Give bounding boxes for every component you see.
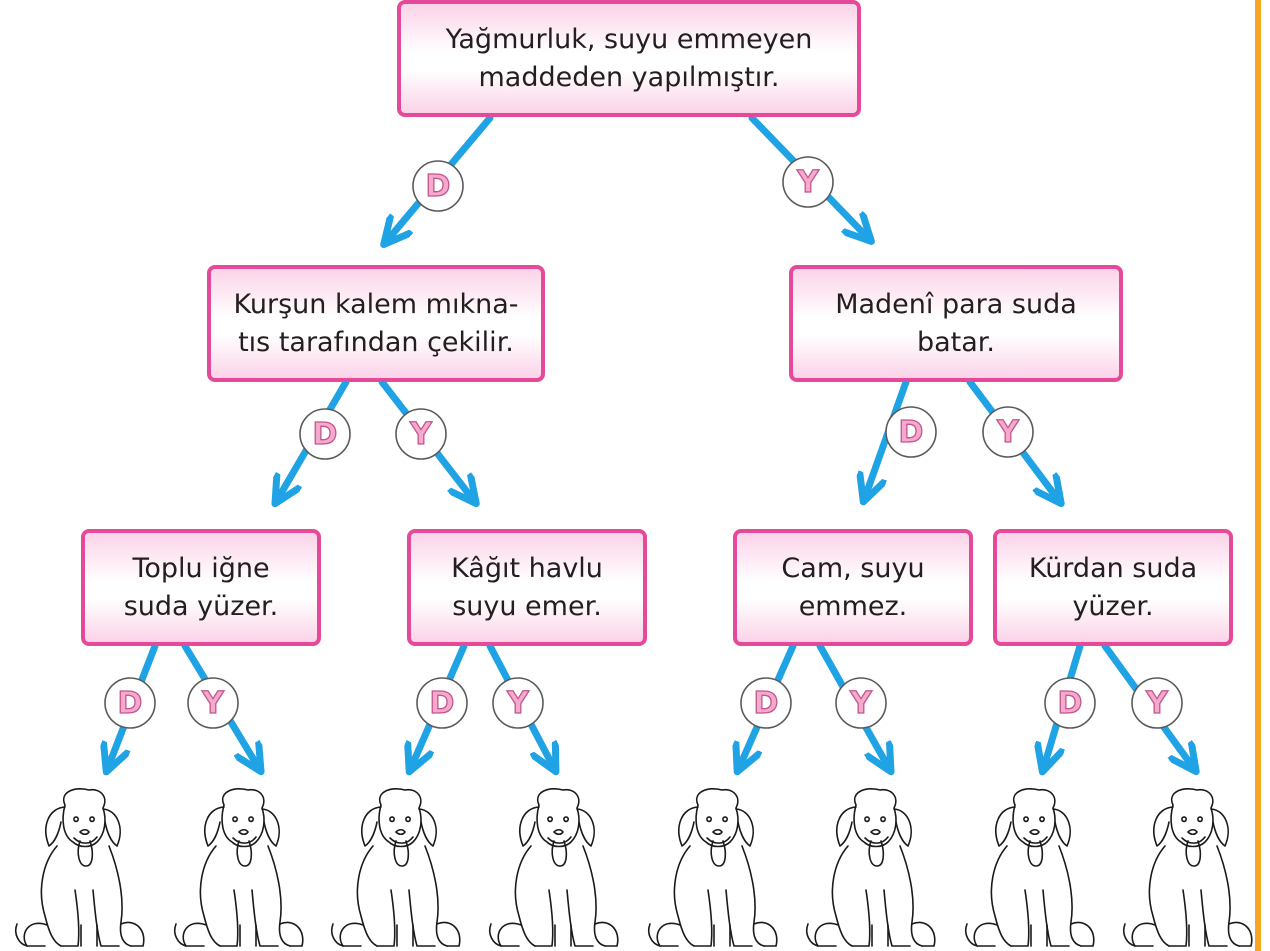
false-badge: Y xyxy=(395,408,447,460)
svg-text:D: D xyxy=(313,417,338,452)
false-badge: Y xyxy=(492,677,544,729)
svg-text:Y: Y xyxy=(849,686,873,721)
statement-box-level2-right: Madenî para suda batar. xyxy=(789,265,1123,382)
statement-box-level3-2: Kâğıt havlu suyu emer. xyxy=(407,529,647,646)
svg-text:D: D xyxy=(118,686,143,721)
true-badge: D xyxy=(299,408,351,460)
arrow-true xyxy=(864,378,910,500)
statement-box-level3-4: Kürdan suda yüzer. xyxy=(993,529,1233,646)
false-badge: Y xyxy=(982,406,1034,458)
dog-icon xyxy=(805,788,936,947)
svg-text:D: D xyxy=(426,169,451,204)
root-statement-text: Yağmurluk, suyu emmeyen maddeden yapılmı… xyxy=(445,23,813,93)
statement-text: Kurşun kalem mıkna- tıs tarafından çekil… xyxy=(233,288,519,358)
dog-icon xyxy=(1122,788,1253,947)
statement-box-level2-left: Kurşun kalem mıkna- tıs tarafından çekil… xyxy=(207,265,545,382)
dog-icon xyxy=(173,788,304,947)
svg-text:Y: Y xyxy=(796,165,820,200)
svg-text:D: D xyxy=(754,686,779,721)
svg-text:Y: Y xyxy=(506,686,530,721)
svg-text:Y: Y xyxy=(201,686,225,721)
true-badge: D xyxy=(104,677,156,729)
false-badge: Y xyxy=(187,677,239,729)
dog-icon xyxy=(330,788,461,947)
root-statement-box: Yağmurluk, suyu emmeyen maddeden yapılmı… xyxy=(397,0,861,117)
svg-text:Y: Y xyxy=(996,415,1020,450)
false-badge: Y xyxy=(782,156,834,208)
statement-text: Cam, suyu emmez. xyxy=(781,552,925,622)
svg-text:Y: Y xyxy=(409,417,433,452)
false-badge: Y xyxy=(835,677,887,729)
statement-text: Kürdan suda yüzer. xyxy=(1028,552,1198,622)
true-badge: D xyxy=(412,160,464,212)
page-edge-rule xyxy=(1255,0,1261,951)
false-badge: Y xyxy=(1131,677,1183,729)
statement-text: Toplu iğne suda yüzer. xyxy=(123,552,279,622)
true-badge: D xyxy=(1044,677,1096,729)
svg-text:D: D xyxy=(430,686,455,721)
dog-icon xyxy=(964,788,1095,947)
true-badge: D xyxy=(740,677,792,729)
statement-box-level3-1: Toplu iğne suda yüzer. xyxy=(81,529,321,646)
dog-icon xyxy=(647,788,778,947)
true-badge: D xyxy=(416,677,468,729)
svg-text:D: D xyxy=(1058,686,1083,721)
svg-text:D: D xyxy=(899,415,924,450)
statement-text: Kâğıt havlu suyu emer. xyxy=(451,552,603,622)
true-badge: D xyxy=(885,406,937,458)
dog-icon xyxy=(488,788,619,947)
statement-text: Madenî para suda batar. xyxy=(835,288,1077,358)
statement-box-level3-3: Cam, suyu emmez. xyxy=(733,529,973,646)
dog-icon xyxy=(14,788,145,947)
svg-text:Y: Y xyxy=(1145,686,1169,721)
